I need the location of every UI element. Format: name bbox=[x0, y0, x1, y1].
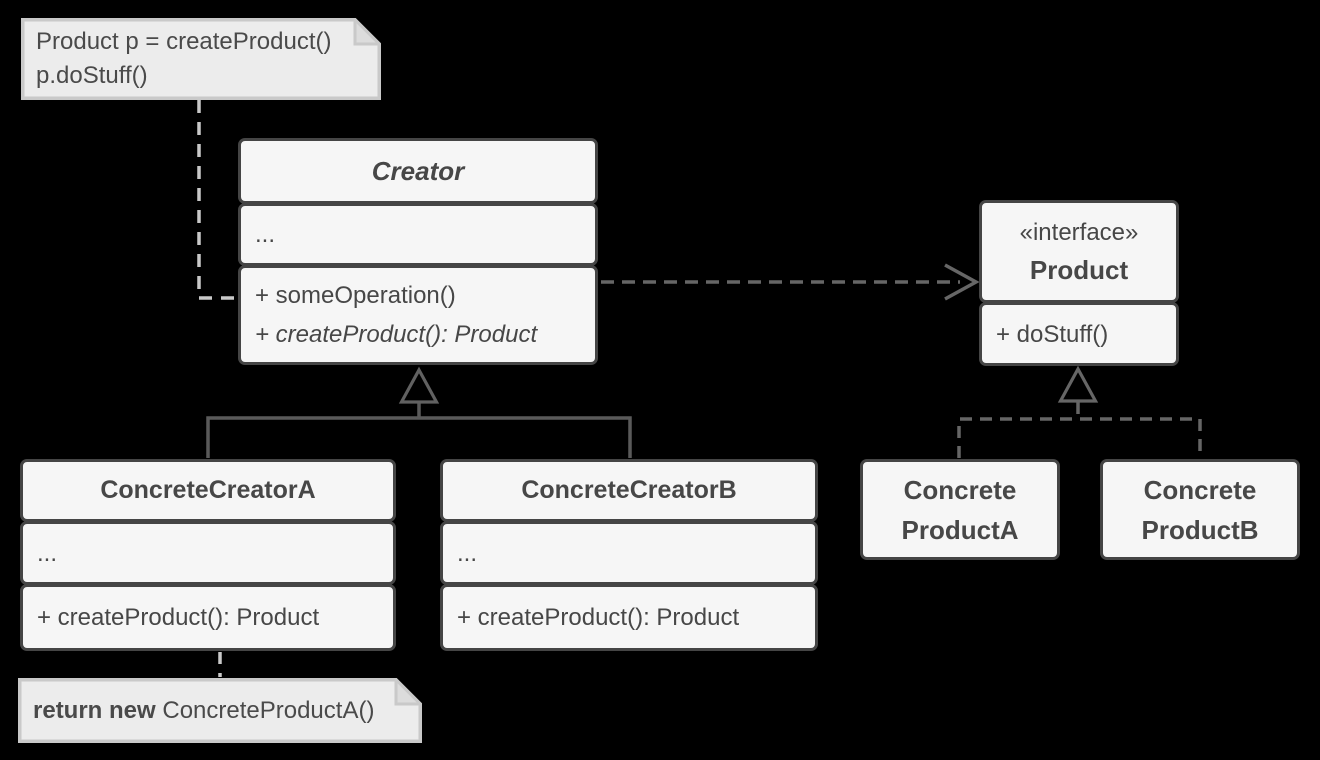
method-line: + doStuff() bbox=[996, 320, 1109, 348]
inheritance-line bbox=[206, 416, 632, 458]
class-concrete-product-b-title: Concrete ProductB bbox=[1100, 459, 1300, 560]
realization-triangle-icon bbox=[1057, 365, 1099, 403]
interface-product-title: «interface» Product bbox=[979, 200, 1179, 303]
class-concrete-product-b: Concrete ProductB bbox=[1100, 459, 1300, 560]
class-creator-attributes: ... bbox=[238, 203, 598, 266]
note-keyword: return new bbox=[33, 696, 156, 724]
class-concrete-creator-b: ConcreteCreatorB ... + createProduct(): … bbox=[440, 459, 818, 651]
note-line: return new ConcreteProductA() bbox=[33, 694, 422, 728]
note-fold-icon bbox=[394, 678, 422, 706]
class-concrete-product-a: Concrete ProductA bbox=[860, 459, 1060, 560]
method-line: + createProduct(): Product bbox=[255, 321, 538, 348]
method-line: + someOperation() bbox=[255, 282, 456, 309]
dependency-arrowhead-icon bbox=[944, 263, 980, 301]
class-concrete-creator-a-methods: + createProduct(): Product bbox=[20, 584, 396, 651]
class-concrete-creator-b-title: ConcreteCreatorB bbox=[440, 459, 818, 522]
class-creator-title: Creator bbox=[238, 138, 598, 204]
attribute-line: ... bbox=[457, 539, 478, 567]
interface-product-methods: + doStuff() bbox=[979, 302, 1179, 366]
class-concrete-creator-b-methods: + createProduct(): Product bbox=[440, 584, 818, 651]
note-anchor-line bbox=[197, 100, 236, 300]
class-creator-methods: + someOperation() + createProduct(): Pro… bbox=[238, 265, 598, 365]
interface-stereotype: «interface» bbox=[1019, 218, 1139, 246]
note-body bbox=[21, 18, 381, 100]
note-fold-icon bbox=[353, 18, 381, 46]
note-factory-return-text: return new ConcreteProductA() bbox=[18, 678, 422, 743]
method-line: + createProduct(): Product bbox=[37, 604, 320, 631]
interface-product: «interface» Product + doStuff() bbox=[979, 200, 1179, 366]
note-body bbox=[18, 678, 422, 743]
attribute-line: ... bbox=[37, 539, 58, 567]
class-name-line: Concrete bbox=[903, 474, 1017, 505]
note-shape bbox=[18, 678, 422, 743]
note-factory-return: return new ConcreteProductA() bbox=[18, 678, 422, 743]
interface-name: Product bbox=[1029, 254, 1129, 285]
note-line: Product p = createProduct() bbox=[36, 28, 332, 55]
class-name-line: Concrete bbox=[1143, 474, 1257, 505]
class-concrete-creator-b-attributes: ... bbox=[440, 521, 818, 585]
class-name-line: ProductB bbox=[1141, 514, 1259, 545]
class-concrete-creator-a-title: ConcreteCreatorA bbox=[20, 459, 396, 522]
note-client-code: Product p = createProduct() p.doStuff() bbox=[21, 18, 381, 100]
method-line: + createProduct(): Product bbox=[457, 604, 740, 631]
class-creator: Creator ... + someOperation() + createPr… bbox=[238, 138, 598, 365]
class-name-line: ProductA bbox=[901, 514, 1019, 545]
class-concrete-product-a-title: Concrete ProductA bbox=[860, 459, 1060, 560]
note-client-code-text: Product p = createProduct() p.doStuff() bbox=[21, 18, 381, 100]
note-shape bbox=[21, 18, 381, 100]
note-line: p.doStuff() bbox=[36, 62, 148, 89]
class-concrete-creator-a-attributes: ... bbox=[20, 521, 396, 585]
class-concrete-creator-a: ConcreteCreatorA ... + createProduct(): … bbox=[20, 459, 396, 651]
attribute-line: ... bbox=[255, 221, 276, 248]
realization-line bbox=[957, 417, 1202, 458]
inheritance-triangle-icon bbox=[398, 366, 440, 404]
note-expression: ConcreteProductA() bbox=[155, 696, 375, 724]
